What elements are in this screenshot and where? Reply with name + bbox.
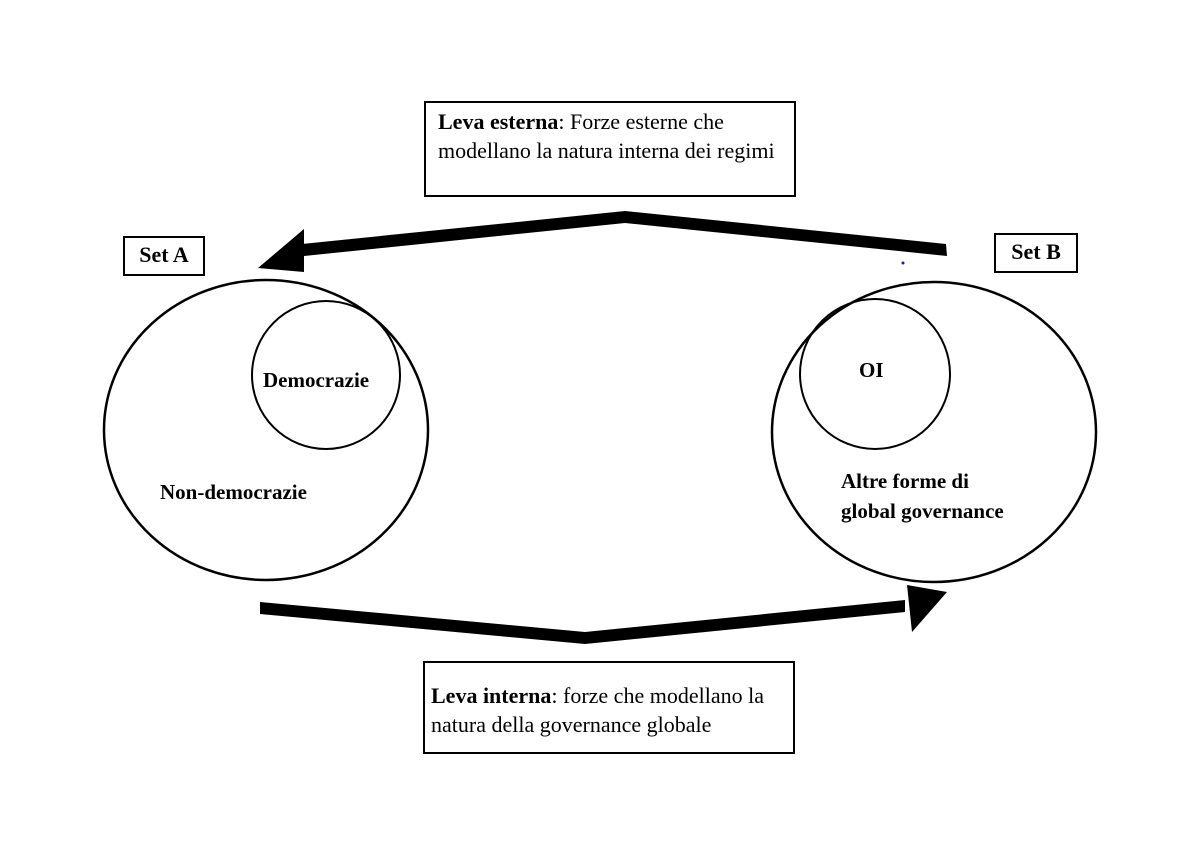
set-b-outer-label-line1: Altre forme di <box>841 469 969 493</box>
internal-lever-box: Leva interna: forze che modellano la nat… <box>423 661 795 754</box>
set-a-outer-label: Non-democrazie <box>160 480 307 504</box>
set-b-outer-label-line2: global governance <box>841 499 1004 523</box>
external-lever-text: : Forze esterne che modellano la natura … <box>438 109 775 163</box>
set-b-inner-label: OI <box>859 358 884 382</box>
external-lever-title: Leva esterna <box>438 109 559 134</box>
internal-lever-arrow <box>260 585 947 644</box>
set-b-inner-circle <box>799 298 951 450</box>
external-lever-arrow <box>258 211 947 272</box>
set-b-label: Set B <box>994 233 1078 273</box>
set-a-label: Set A <box>123 236 205 276</box>
set-a-outer-circle <box>102 278 430 582</box>
internal-lever-title: Leva interna <box>431 683 552 708</box>
stray-dot <box>901 261 905 265</box>
set-a-inner-circle <box>251 300 401 450</box>
set-a-inner-label: Democrazie <box>263 368 370 392</box>
internal-lever-text: : forze che modellano la natura della go… <box>431 683 764 737</box>
set-b-outer-circle <box>770 280 1098 584</box>
external-lever-box: Leva esterna: Forze esterne che modellan… <box>424 101 796 197</box>
